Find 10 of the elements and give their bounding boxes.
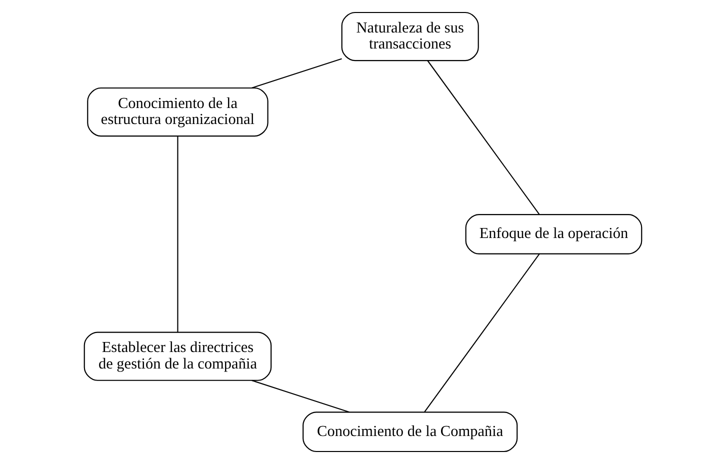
connector <box>176 136 178 332</box>
connector <box>426 60 540 215</box>
node-box: Naturaleza de sus transacciones <box>340 12 478 62</box>
node-box: Enfoque de la operación <box>464 214 642 254</box>
node-box: Conocimiento de la Compañia <box>302 412 518 452</box>
connector <box>251 380 350 413</box>
connector <box>424 254 540 412</box>
node-box: Conocimiento de la estructura organizacional <box>86 87 268 137</box>
node-box: Establecer las directrices de gestión de la compañia <box>83 332 272 381</box>
connector <box>251 58 342 88</box>
